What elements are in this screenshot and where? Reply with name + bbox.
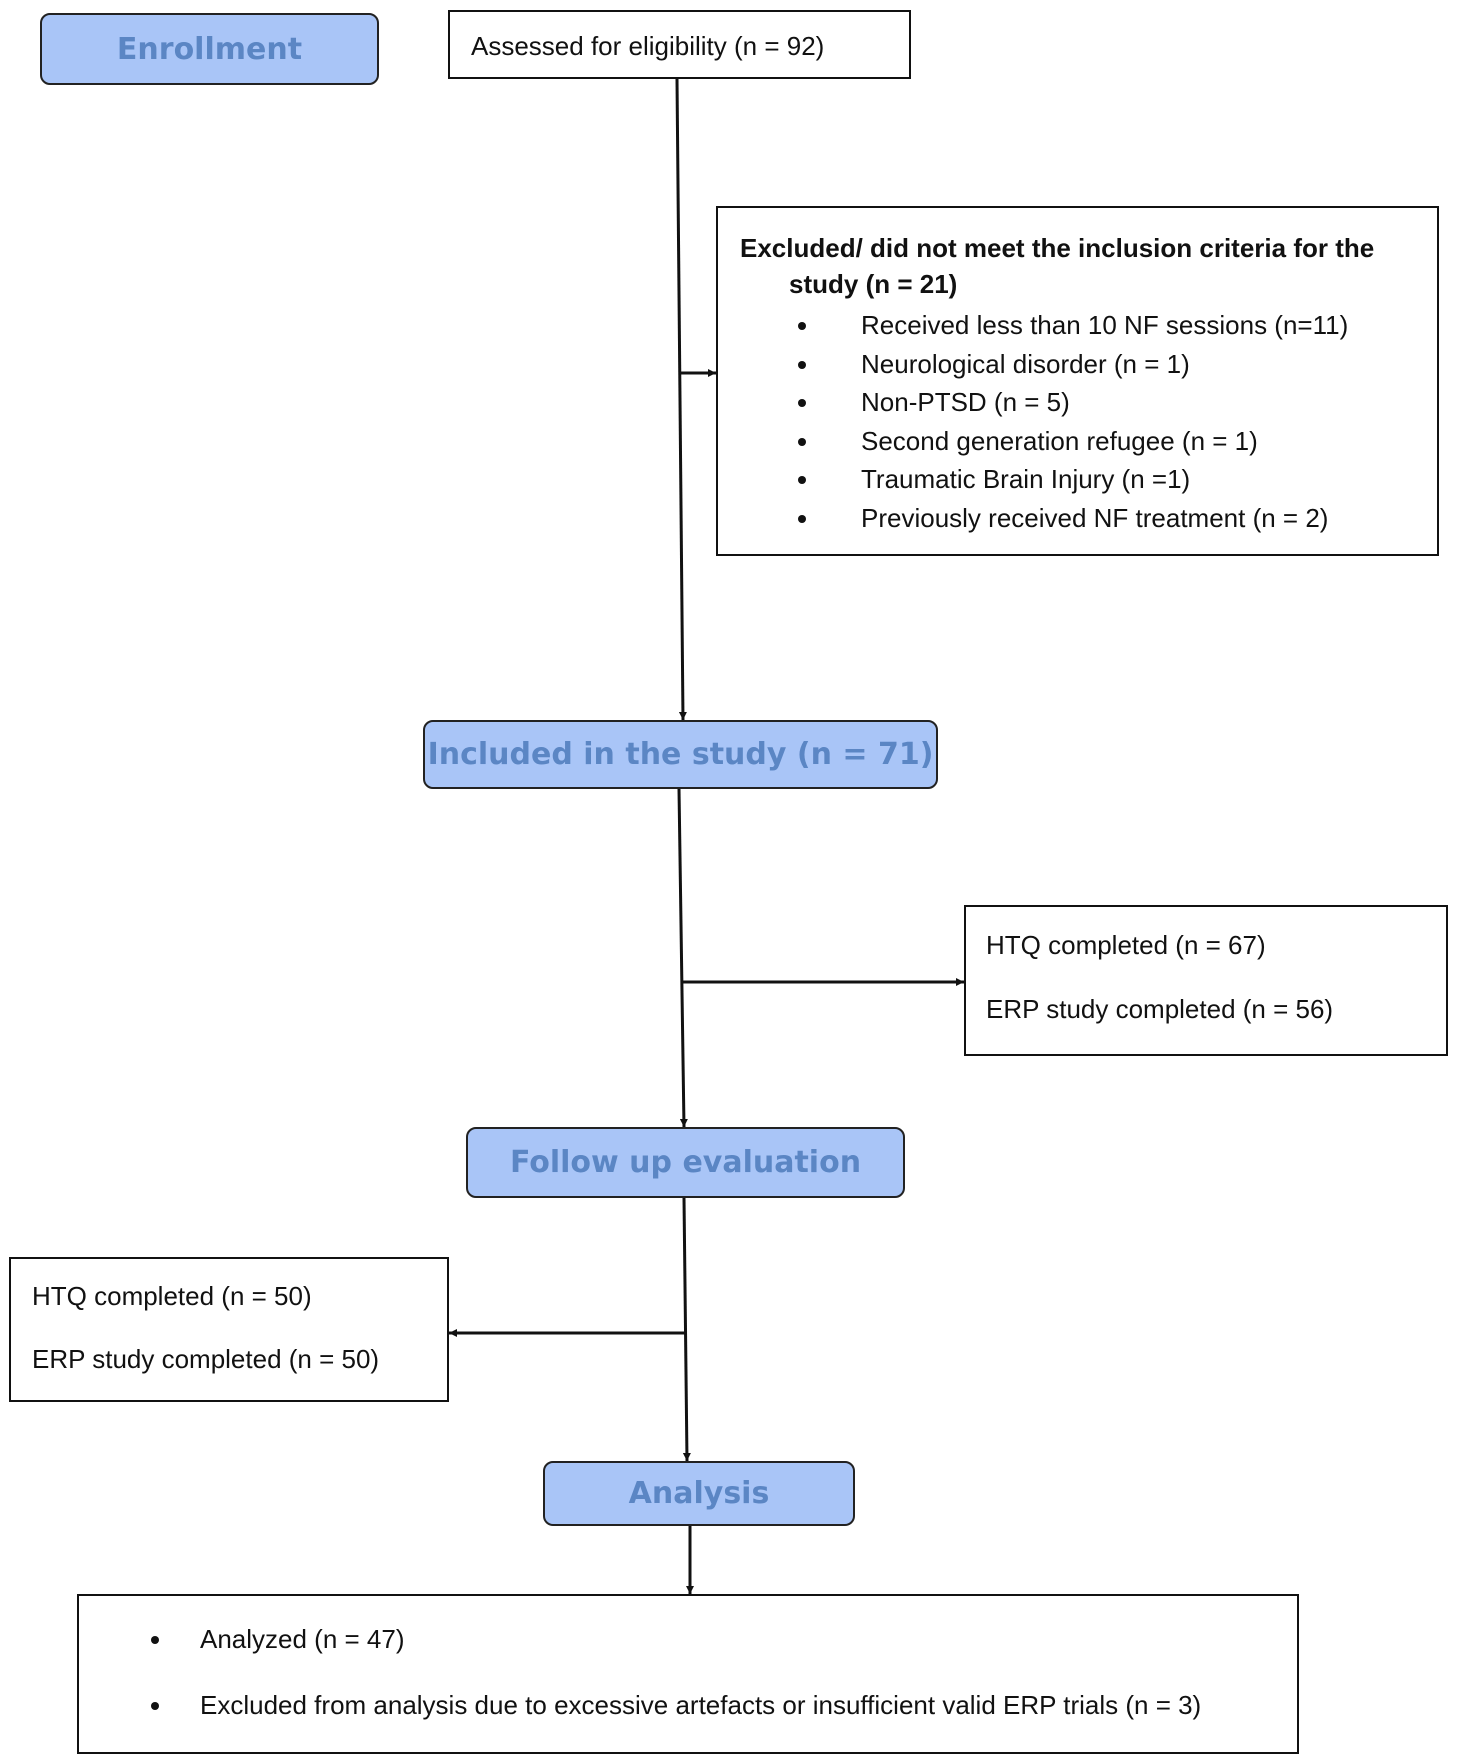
bullet-icon <box>798 476 806 485</box>
bullet-icon <box>798 322 806 330</box>
excluded-reason-text: Traumatic Brain Injury (n =1) <box>861 464 1191 495</box>
arrow-assessed-to-included <box>675 78 687 721</box>
baseline-erp-completed: ERP study completed (n = 56) <box>986 994 1334 1024</box>
excluded-reason-text: Second generation refugee (n = 1) <box>861 425 1258 456</box>
analysis-result-text: Analyzed (n = 47) <box>200 1624 405 1654</box>
excluded-reasons-list: Received less than 10 NF sessions (n=11)… <box>788 306 1348 538</box>
assessed-text: Assessed for eligibility (n = 92) <box>471 31 825 61</box>
analysis-result-text: Excluded from analysis due to excessive … <box>200 1690 1202 1720</box>
arrow-followup-to-analysis <box>682 1197 691 1462</box>
analysis-result-item: Analyzed (n = 47) <box>79 1620 405 1659</box>
excluded-title: Excluded/ did not meet the inclusion cri… <box>740 233 1375 263</box>
analysis-result-box: Analyzed (n = 47) Excluded from analysis … <box>77 1594 1299 1754</box>
analysis-result-item: Excluded from analysis due to excessive … <box>79 1686 1201 1725</box>
stage-analysis: Analysis <box>543 1461 855 1526</box>
excluded-reason-item: Second generation refugee (n = 1) <box>788 422 1348 461</box>
assessed-box: Assessed for eligibility (n = 92) <box>448 10 911 79</box>
bullet-icon <box>798 399 806 408</box>
stage-follow-up: Follow up evaluation <box>466 1127 905 1198</box>
bullet-icon <box>798 437 806 446</box>
excluded-reason-item: Neurological disorder (n = 1) <box>788 345 1348 384</box>
bullet-icon <box>798 514 806 523</box>
followup-completed-box: HTQ completed (n = 50) ERP study complet… <box>9 1257 449 1402</box>
baseline-htq-completed: HTQ completed (n = 67) <box>986 930 1266 960</box>
followup-erp-completed: ERP study completed (n = 50) <box>32 1344 380 1374</box>
excluded-reason-item: Previously received NF treatment (n = 2) <box>788 499 1348 538</box>
baseline-completed-box: HTQ completed (n = 67) ERP study complet… <box>964 905 1448 1056</box>
excluded-reason-item: Non-PTSD (n = 5) <box>788 383 1348 422</box>
excluded-title-count: study (n = 21) <box>789 269 958 299</box>
bullet-icon <box>798 360 806 369</box>
excluded-reason-item: Traumatic Brain Injury (n =1) <box>788 460 1348 499</box>
arrow-included-to-followup <box>677 788 688 1128</box>
bullet-icon <box>151 1702 159 1710</box>
excluded-box: Excluded/ did not meet the inclusion cri… <box>716 206 1439 556</box>
excluded-reason-text: Received less than 10 NF sessions (n=11) <box>861 310 1349 340</box>
bullet-icon <box>151 1636 159 1644</box>
excluded-reason-text: Neurological disorder (n = 1) <box>861 348 1190 379</box>
followup-htq-completed: HTQ completed (n = 50) <box>32 1281 312 1311</box>
excluded-reason-item: Received less than 10 NF sessions (n=11) <box>788 306 1348 345</box>
stage-enrollment: Enrollment <box>40 13 379 85</box>
excluded-reason-text: Non-PTSD (n = 5) <box>861 387 1070 418</box>
excluded-reason-text: Previously received NF treatment (n = 2) <box>861 502 1329 533</box>
stage-included: Included in the study (n = 71) <box>423 720 938 789</box>
